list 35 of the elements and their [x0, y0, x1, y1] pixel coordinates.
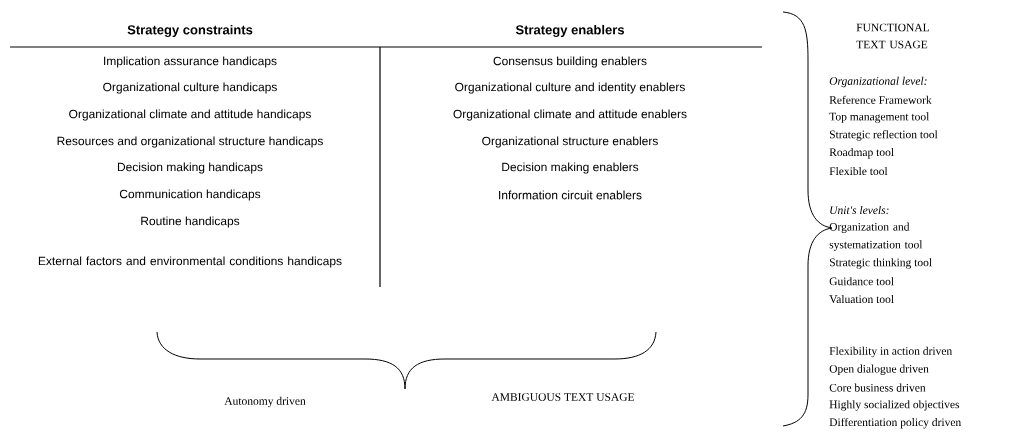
brace-label: AMBIGUOUS TEXT USAGE: [491, 393, 634, 401]
list-item: Communication handicaps: [119, 189, 261, 201]
list-item: Consensus building enablers: [493, 56, 647, 68]
list-item: Flexibility in action driven: [829, 346, 952, 358]
list-item: Strategic reflection tool: [829, 130, 938, 141]
subheading: Unit's levels:: [830, 205, 889, 215]
list-item: Organizational structure enablers: [482, 136, 658, 148]
column-heading: Strategy enablers: [515, 24, 624, 38]
list-item: Roadmap tool: [829, 148, 894, 159]
list-item: Organizational climate and attitude enablers: [453, 109, 687, 121]
list-item: Core business driven: [829, 383, 926, 392]
list-item: Guidance tool: [829, 277, 894, 286]
list-item: Organizational culture and identity enablers: [455, 82, 685, 94]
list-item: External factors and environmental conditions handicaps: [38, 256, 342, 268]
list-item: Highly socialized objectives: [829, 400, 960, 411]
section-heading: FUNCTIONAL TEXT USAGE: [856, 23, 929, 49]
list-item: Resources and organizational structure handicaps: [57, 136, 323, 148]
subheading: Organizational level:: [829, 76, 927, 88]
list-item: Open dialogue driven: [829, 364, 929, 375]
list-item: Organizational culture handicaps: [103, 82, 277, 94]
list-item: Differentiation policy driven: [829, 417, 961, 429]
list-item: Decision making handicaps: [117, 162, 263, 174]
list-item: Strategic thinking tool: [829, 258, 932, 269]
brace-label: Autonomy driven: [224, 396, 306, 408]
list-item: Top management tool: [829, 112, 930, 123]
list-item: Valuation tool: [829, 294, 894, 304]
list-item: Reference Framework: [829, 95, 932, 104]
list-item: Information circuit enablers: [499, 190, 642, 200]
list-item: Organization and systematization tool: [829, 222, 923, 251]
list-item: Organizational climate and attitude handicaps: [69, 109, 311, 121]
list-item: Decision making enablers: [502, 162, 639, 174]
column-heading: Strategy constraints: [127, 24, 253, 38]
list-item: Implication assurance handicaps: [104, 56, 277, 68]
list-item: Routine handicaps: [141, 216, 240, 228]
list-item: Flexible tool: [829, 166, 888, 176]
